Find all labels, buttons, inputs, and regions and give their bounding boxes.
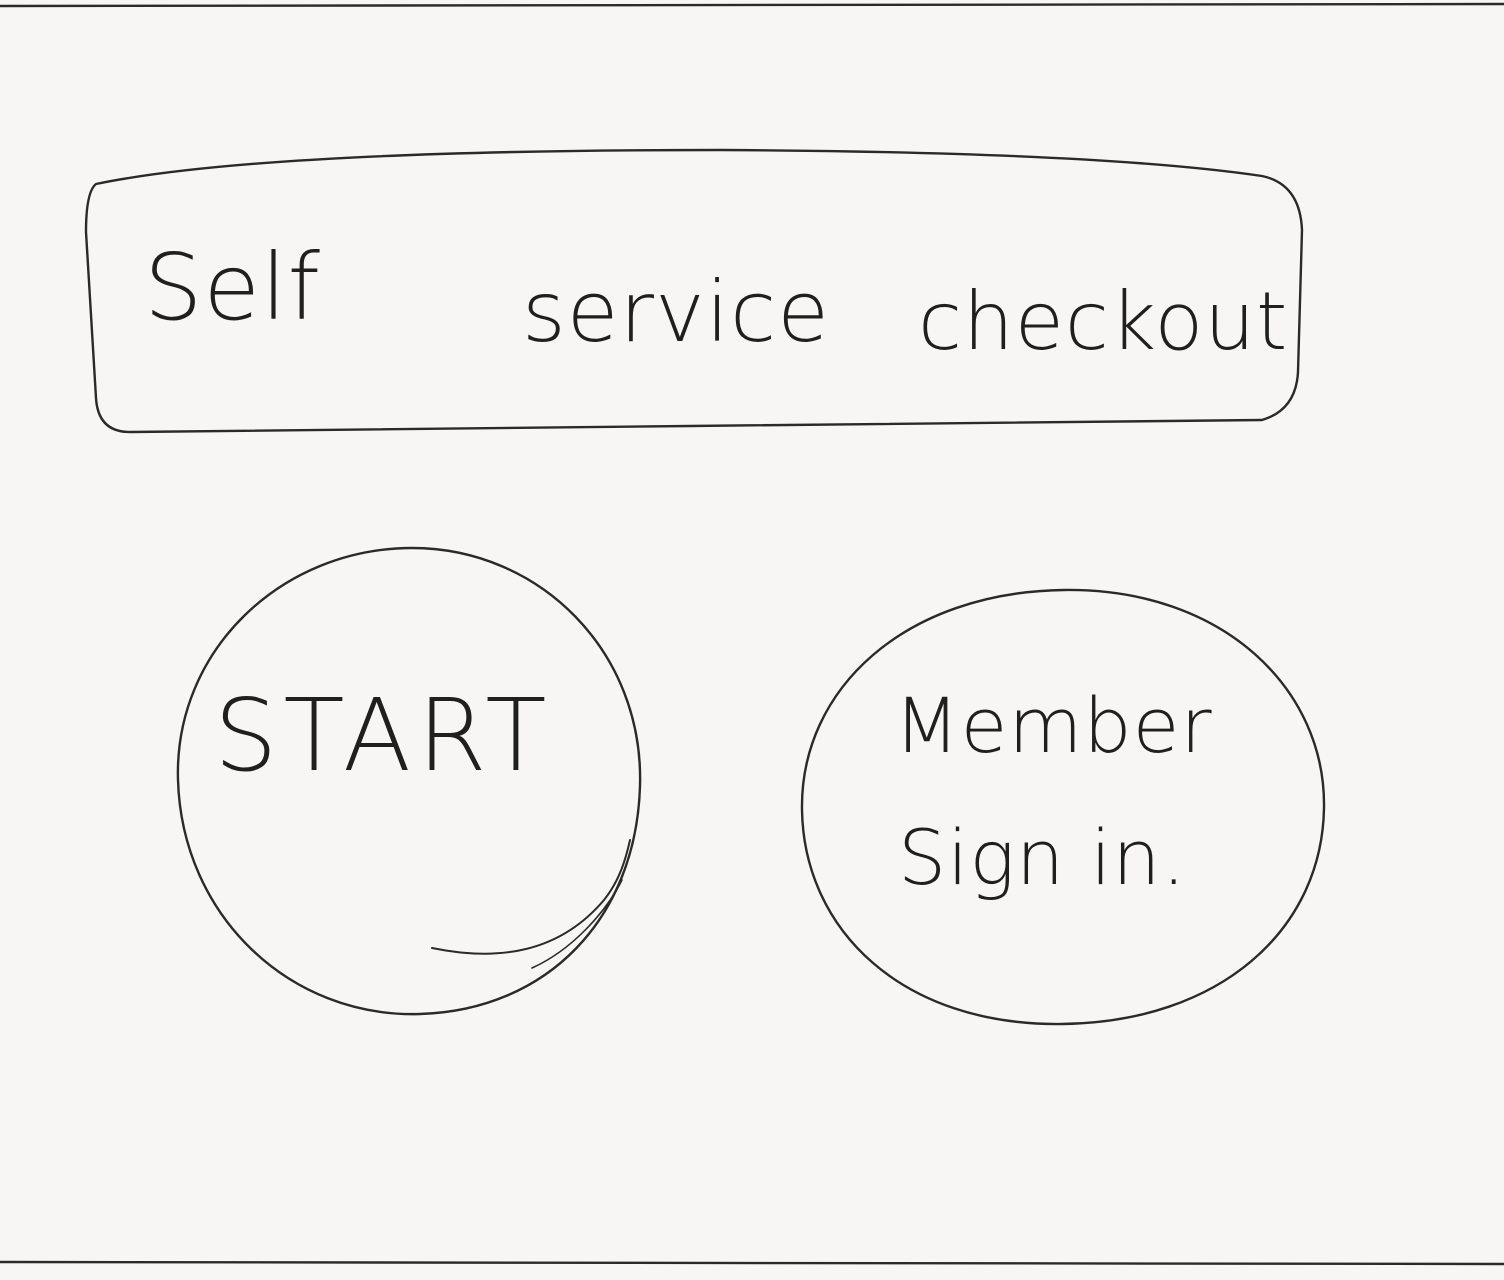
title-banner: Self service checkout <box>86 170 1306 432</box>
frame-top-edge <box>0 2 1504 8</box>
title-word-self: Self <box>144 234 321 341</box>
start-button-label: START <box>214 677 553 794</box>
member-button-label-line1: Member <box>894 681 1213 770</box>
member-sign-in-button[interactable]: Member Sign in. <box>802 588 1326 1022</box>
frame-bottom-edge <box>0 1260 1504 1266</box>
start-button[interactable]: START <box>178 546 648 1016</box>
title-word-service: service <box>522 263 830 361</box>
member-button-label-line2: Sign in. <box>898 813 1187 902</box>
title-word-checkout: checkout <box>918 275 1289 368</box>
